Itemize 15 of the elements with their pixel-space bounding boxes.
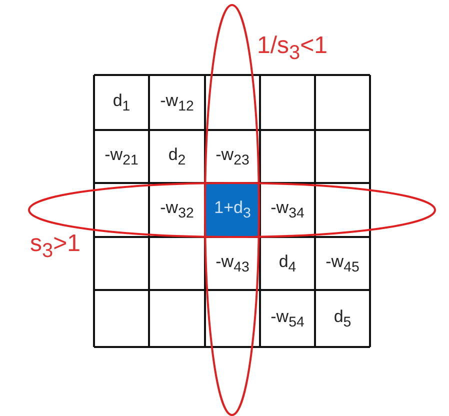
matrix-entry: d$_{1}$ (112, 90, 130, 114)
matrix-entry: 1+d$_{3}$ (214, 198, 251, 222)
matrix-entry: d$_{5}$ (334, 306, 352, 330)
math-label: 1/s$_{3}$<1 (257, 32, 328, 65)
math-label: s$_{3}$>1 (30, 230, 80, 263)
matrix-entry: -w$_{32}$ (160, 198, 194, 222)
matrix-entry: d$_{2}$ (168, 144, 186, 168)
matrix-entry: -w$_{21}$ (104, 144, 138, 168)
matrix-entry: -w$_{43}$ (216, 252, 250, 276)
matrix-entry: -w$_{54}$ (270, 306, 304, 330)
matrix-entry: -w$_{45}$ (326, 252, 360, 276)
matrix-entry: -w$_{23}$ (216, 144, 250, 168)
matrix-entry: d$_{4}$ (278, 252, 296, 276)
matrix-entry: -w$_{12}$ (160, 90, 194, 114)
matrix-entry: -w$_{34}$ (270, 198, 304, 222)
